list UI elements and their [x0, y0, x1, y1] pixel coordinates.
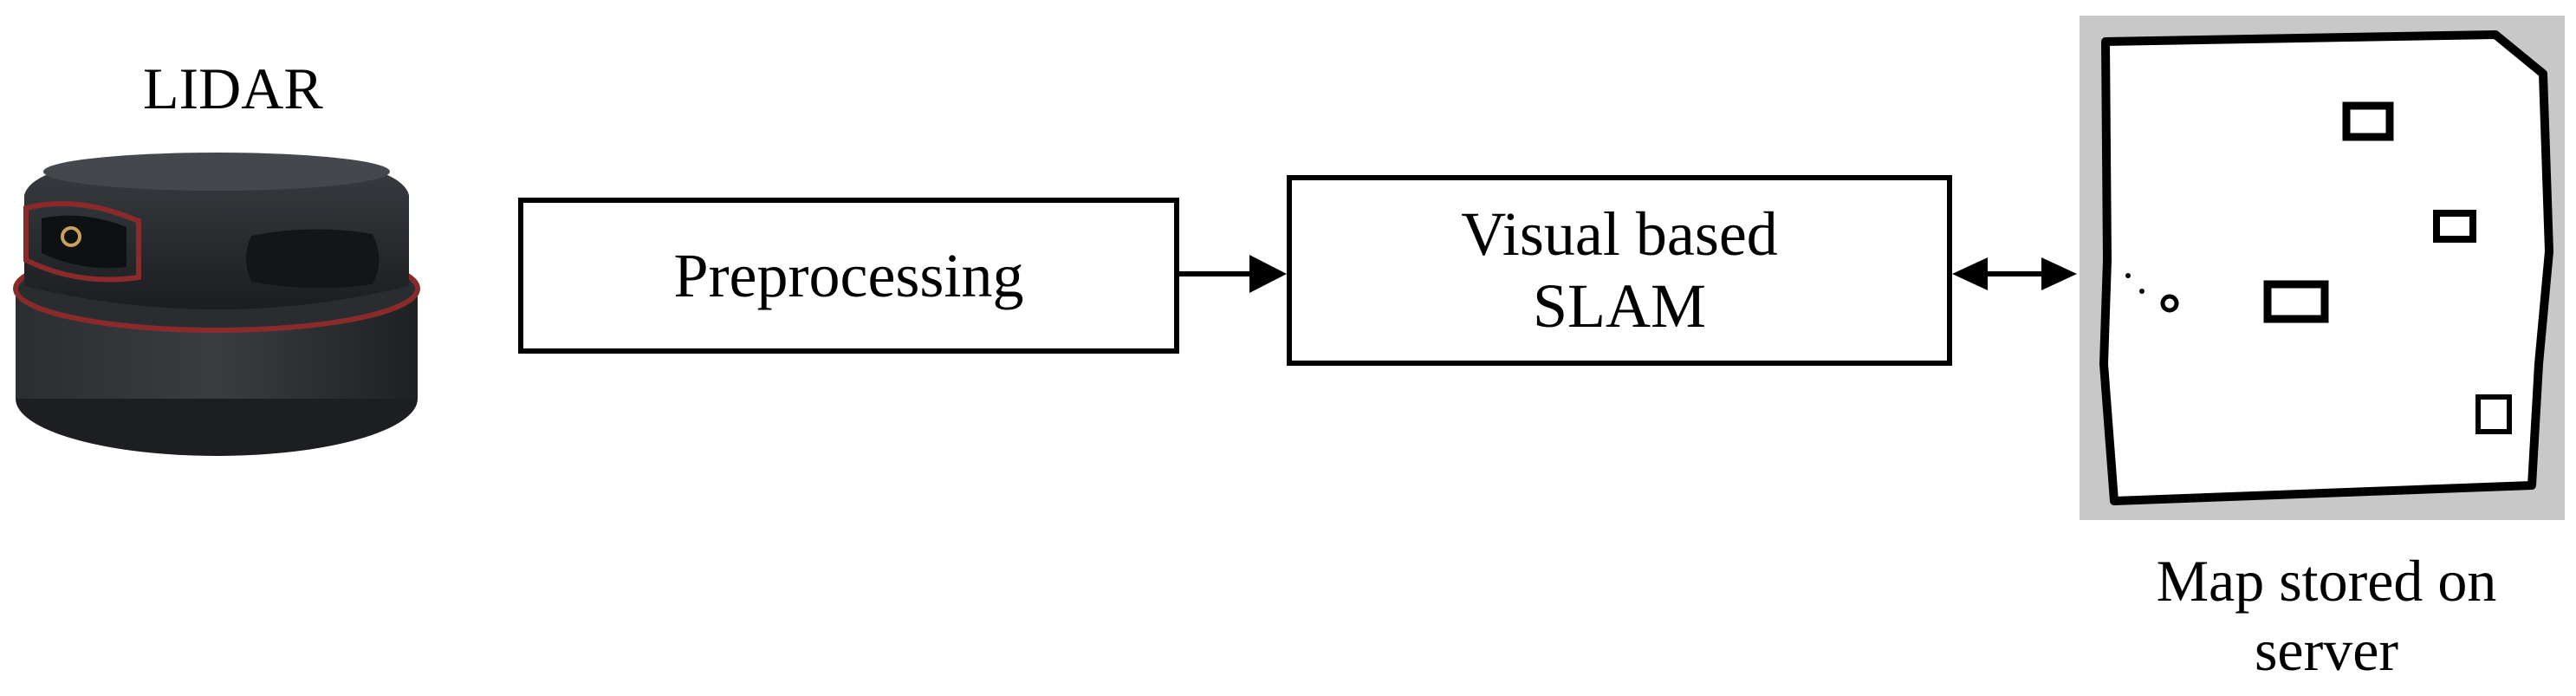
map-image [2080, 16, 2565, 520]
map-caption-line1: Map stored on [2156, 548, 2497, 614]
lidar-device-icon [13, 153, 420, 456]
slam-box: Visual based SLAM [1287, 175, 1952, 366]
map-caption: Map stored on server [2084, 546, 2569, 685]
slam-label-line2: SLAM [1532, 271, 1707, 341]
preprocessing-box: Preprocessing [518, 198, 1179, 354]
double-arrow-slam-map [1952, 257, 2077, 290]
preprocessing-label: Preprocessing [673, 240, 1024, 310]
map-caption-line2: server [2254, 617, 2399, 684]
arrow-preprocessing-to-slam [1179, 255, 1287, 293]
lidar-label: LIDAR [143, 55, 323, 121]
slam-label-line1: Visual based [1461, 199, 1778, 270]
